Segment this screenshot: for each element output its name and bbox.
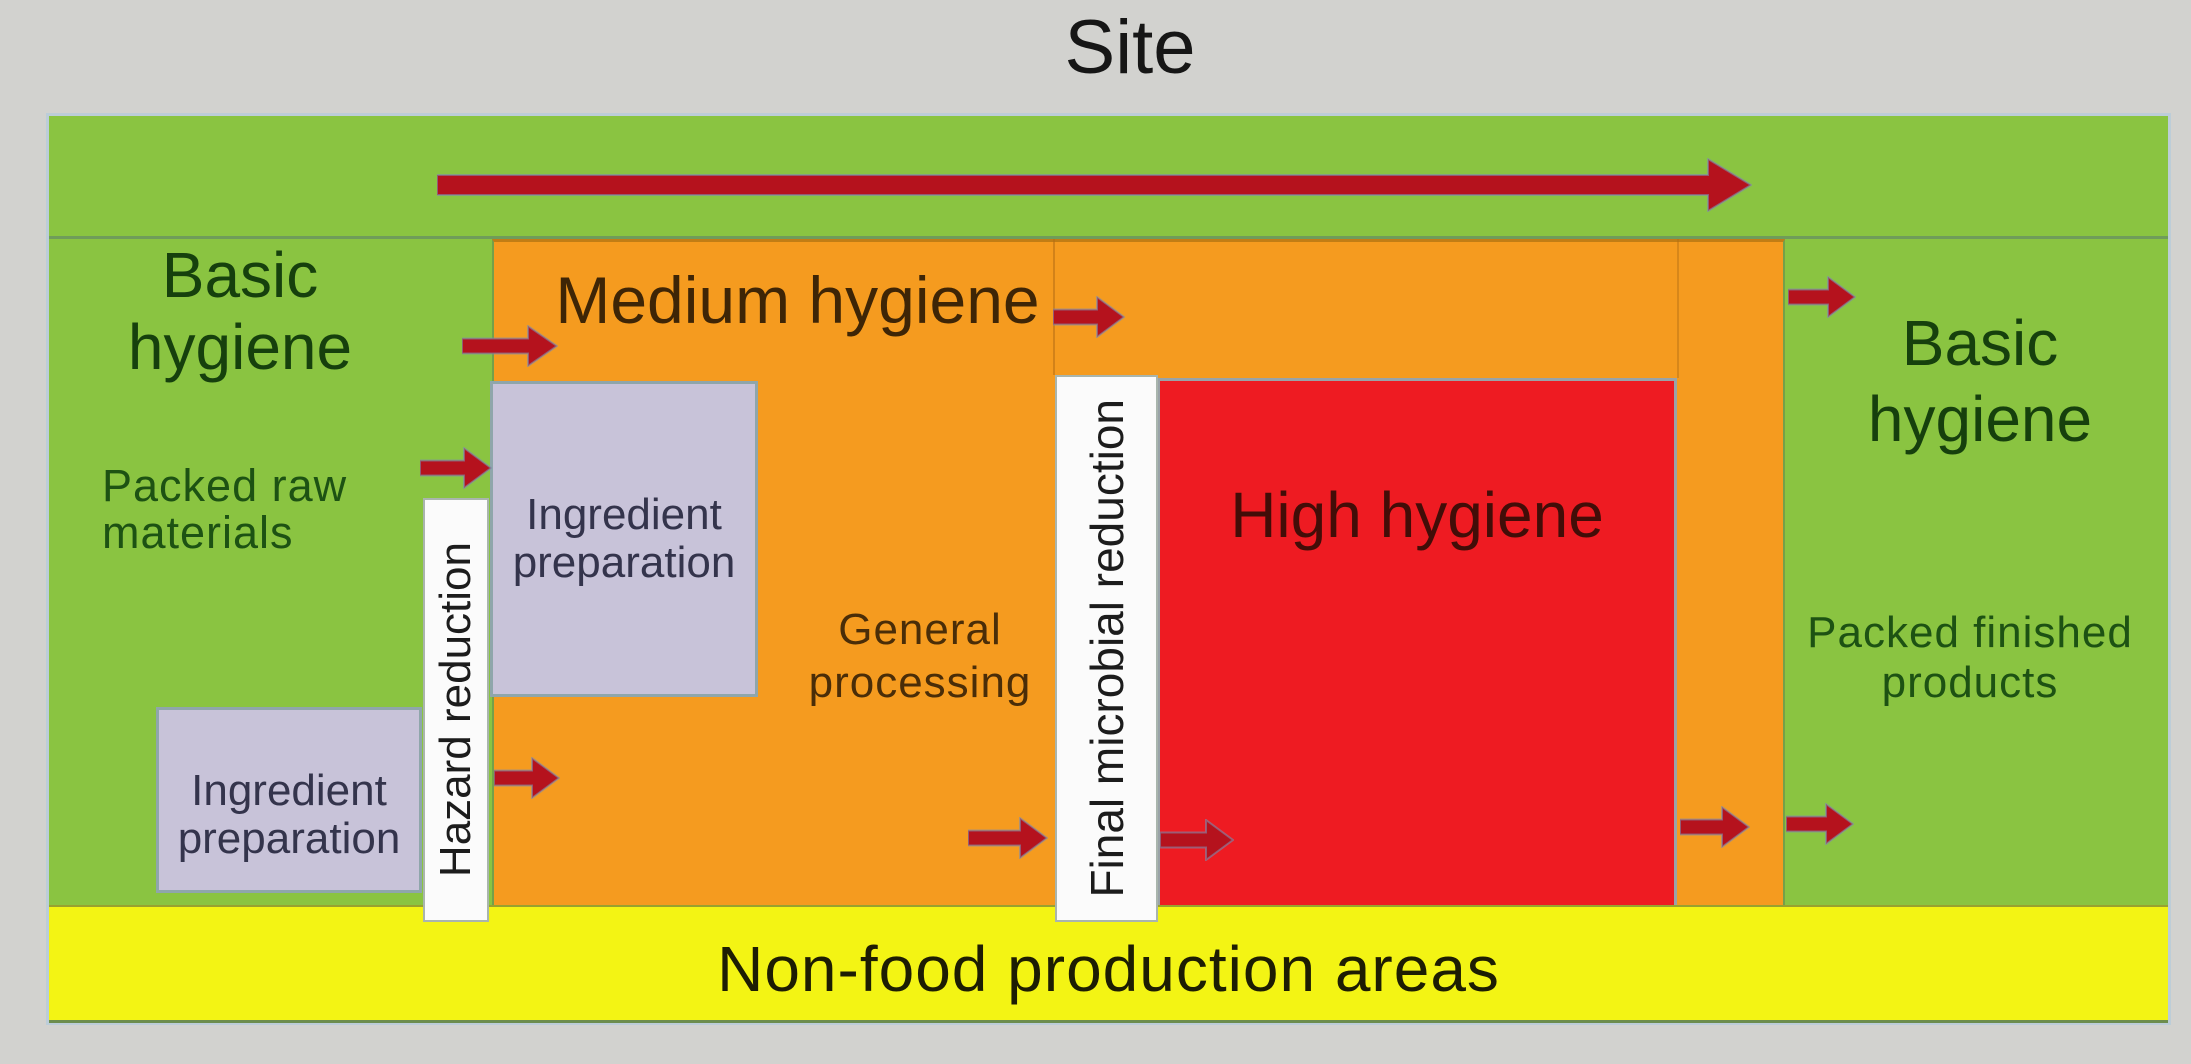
ingredient-preparation-box-basic: Ingredient preparation bbox=[156, 707, 422, 893]
final-microbial-reduction-label: Final microbial reduction bbox=[1080, 399, 1133, 898]
perimeter-band-separator bbox=[49, 236, 2168, 239]
packing-corridor-divider-line bbox=[1677, 239, 1679, 378]
non-food-label: Non-food production areas bbox=[717, 932, 1500, 1005]
hazard-reduction-label: Hazard reduction bbox=[431, 542, 480, 878]
packed-raw-materials-label: Packed raw materials bbox=[102, 460, 348, 559]
medium-hygiene-label: Medium hygiene bbox=[555, 263, 1040, 337]
high-hygiene-zone bbox=[1157, 378, 1677, 909]
basic-hygiene-right-label: Basic hygiene bbox=[1867, 307, 2093, 455]
high-hygiene-label: High hygiene bbox=[1230, 479, 1604, 551]
general-processing-label: General processing bbox=[808, 605, 1032, 707]
packed-finished-products-label: Packed finished products bbox=[1807, 608, 2133, 707]
ingredient-preparation-box-medium: Ingredient preparation bbox=[490, 381, 758, 697]
diagram-title: Site bbox=[1064, 5, 1196, 90]
basic-hygiene-left-label: Basic hygiene bbox=[127, 239, 353, 383]
hazard-reduction-barrier: Hazard reduction bbox=[423, 498, 489, 922]
non-food-production-band: Non-food production areas bbox=[49, 905, 2168, 1023]
ingredient-preparation-label: Ingredient preparation bbox=[177, 765, 401, 863]
final-microbial-reduction-barrier: Final microbial reduction bbox=[1055, 375, 1158, 922]
ingredient-preparation-label: Ingredient preparation bbox=[512, 489, 736, 587]
